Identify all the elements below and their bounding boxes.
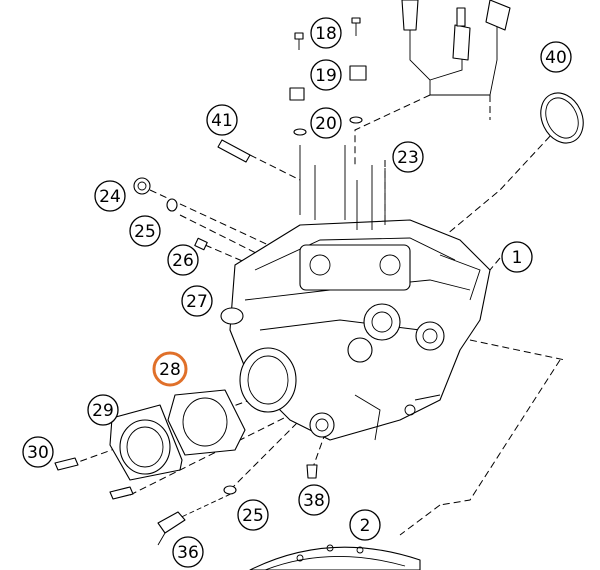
svg-text:29: 29 [92, 401, 114, 421]
callout-40: 40 [540, 41, 572, 73]
svg-text:36: 36 [177, 543, 199, 563]
svg-text:18: 18 [315, 24, 337, 44]
svg-text:30: 30 [27, 443, 49, 463]
svg-text:2: 2 [360, 516, 371, 536]
cylinder-gasket [249, 544, 421, 570]
fasteners [133, 17, 584, 479]
callout-24: 24 [94, 180, 126, 212]
svg-text:40: 40 [545, 48, 567, 68]
svg-text:23: 23 [397, 148, 419, 168]
callout-19: 19 [310, 59, 342, 91]
callout-38: 38 [298, 484, 330, 516]
callout-20: 20 [310, 107, 342, 139]
svg-text:25: 25 [134, 222, 156, 242]
svg-text:38: 38 [303, 491, 325, 511]
callout-29: 29 [87, 394, 119, 426]
cylinder-head [229, 219, 491, 441]
callout-18: 18 [310, 17, 342, 49]
svg-text:28: 28 [159, 360, 181, 380]
svg-text:19: 19 [315, 66, 337, 86]
callout-25-top: 25 [129, 215, 161, 247]
callout-23: 23 [392, 141, 424, 173]
svg-text:1: 1 [512, 248, 523, 268]
svg-text:41: 41 [211, 111, 233, 131]
valves [401, 0, 511, 61]
callout-26: 26 [167, 244, 199, 276]
svg-text:20: 20 [315, 114, 337, 134]
callout-30: 30 [22, 436, 54, 468]
callout-27: 27 [181, 285, 213, 317]
callout-36: 36 [172, 536, 204, 568]
callout-41: 41 [206, 104, 238, 136]
intake-assembly [54, 389, 246, 546]
svg-text:25: 25 [242, 506, 264, 526]
callout-28: 28 [152, 351, 188, 387]
svg-text:26: 26 [172, 251, 194, 271]
svg-text:24: 24 [99, 187, 121, 207]
svg-text:27: 27 [186, 292, 208, 312]
callout-1: 1 [501, 241, 533, 273]
callout-25-bottom: 25 [237, 499, 269, 531]
callout-2: 2 [349, 509, 381, 541]
